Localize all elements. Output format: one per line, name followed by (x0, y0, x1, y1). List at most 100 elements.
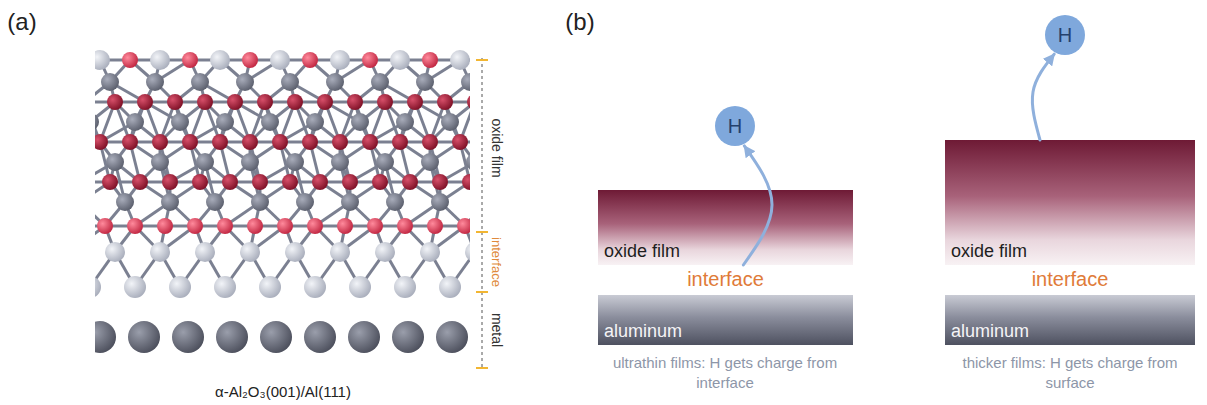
node-text: oxide film (604, 241, 680, 262)
atom-sphere (241, 153, 259, 171)
atom-sphere (260, 321, 292, 353)
atom-sphere (304, 321, 336, 353)
hydrogen-atom: H (1045, 15, 1085, 55)
atom-sphere (457, 218, 470, 234)
atom-sphere (421, 153, 439, 171)
atom-sphere (351, 113, 369, 131)
node-text: H (728, 115, 742, 138)
atom-sphere (467, 94, 470, 110)
node-text: interface (687, 268, 764, 291)
atom-sphere (116, 193, 134, 211)
atom-sphere (95, 276, 101, 298)
layer-label: oxide film (489, 118, 505, 177)
atom-sphere (146, 73, 164, 91)
atom-sphere (466, 153, 470, 171)
atom-sphere (432, 174, 448, 190)
atom-sphere (197, 94, 213, 110)
label-holder: α-Al₂O₃(001)/Al(111) (215, 382, 351, 402)
atom-sphere (286, 153, 304, 171)
label-holder: (a) (7, 6, 36, 37)
atom-sphere (397, 218, 413, 234)
atom-sphere (182, 52, 198, 68)
atom-sphere (439, 276, 461, 298)
atom-sphere (342, 174, 358, 190)
atom-sphere (212, 134, 228, 150)
atom-sphere (302, 52, 318, 68)
atom-sphere (304, 276, 326, 298)
atom-sphere (396, 113, 414, 131)
atom-sphere (247, 218, 263, 234)
label-holder: oxide film (488, 118, 506, 177)
atom-sphere (281, 73, 299, 91)
atom-sphere (465, 242, 470, 262)
atom-sphere (307, 218, 323, 234)
atom-sphere (427, 218, 443, 234)
atom-sphere (349, 276, 371, 298)
charge-transfer-arrow (743, 146, 772, 265)
atom-sphere (462, 174, 470, 190)
atom-sphere (124, 276, 146, 298)
atom-sphere (416, 73, 434, 91)
node-text: interface (1032, 268, 1109, 291)
atom-sphere (312, 174, 328, 190)
atom-sphere (127, 218, 143, 234)
node-text: H (1058, 24, 1072, 47)
atom-sphere (386, 193, 404, 211)
atom-sphere (95, 113, 99, 131)
atom-sphere (106, 153, 124, 171)
atom-sphere (302, 134, 318, 150)
atom-sphere (375, 242, 395, 262)
atom-sphere (277, 218, 293, 234)
bracket-tick (476, 291, 488, 293)
atom-sphere (407, 94, 423, 110)
atom-sphere (242, 52, 258, 68)
atom-sphere (390, 50, 410, 70)
atom-sphere (95, 134, 108, 150)
atom-sphere (216, 321, 248, 353)
node-text: aluminum (604, 321, 682, 342)
layer-bracket (482, 58, 483, 370)
atom-sphere (195, 242, 215, 262)
atom-sphere (122, 134, 138, 150)
panel-label: (b) (565, 8, 594, 35)
atom-sphere (330, 242, 350, 262)
atom-sphere (126, 113, 144, 131)
bracket-tick (476, 367, 488, 369)
atom-sphere (167, 94, 183, 110)
atom-sphere (259, 276, 281, 298)
atom-sphere (270, 50, 290, 70)
atom-sphere (257, 94, 273, 110)
oxide-film-band: oxide film (598, 190, 853, 265)
atom-sphere (157, 218, 173, 234)
panel-label: (a) (7, 8, 36, 35)
atom-sphere (150, 50, 170, 70)
atom-sphere (296, 193, 314, 211)
oxide-film-band: oxide film (945, 140, 1195, 265)
atom-sphere (285, 242, 305, 262)
atom-sphere (150, 242, 170, 262)
atom-sphere (236, 73, 254, 91)
aluminum-band: aluminum (945, 295, 1195, 345)
atom-sphere (171, 113, 189, 131)
atom-sphere (128, 321, 160, 353)
aluminum-band: aluminum (598, 295, 853, 345)
atom-sphere (161, 193, 179, 211)
bracket-tick (476, 59, 488, 61)
atom-sphere (172, 321, 204, 353)
atom-sphere (362, 52, 378, 68)
atom-sphere (317, 94, 333, 110)
label-holder: thicker films: H gets charge from surfac… (948, 353, 1193, 392)
atom-sphere (222, 174, 238, 190)
atom-sphere (242, 134, 258, 150)
atom-sphere (461, 73, 470, 91)
atom-sphere (95, 50, 110, 70)
layer-label: interface (489, 237, 504, 287)
panel-label: α-Al₂O₃(001)/Al(111) (215, 383, 351, 400)
hydrogen-atom: H (715, 106, 755, 146)
atom-sphere (251, 193, 269, 211)
atom-sphere (240, 242, 260, 262)
atom-sphere (196, 153, 214, 171)
atom-lattice (95, 50, 470, 353)
atom-sphere (102, 174, 118, 190)
